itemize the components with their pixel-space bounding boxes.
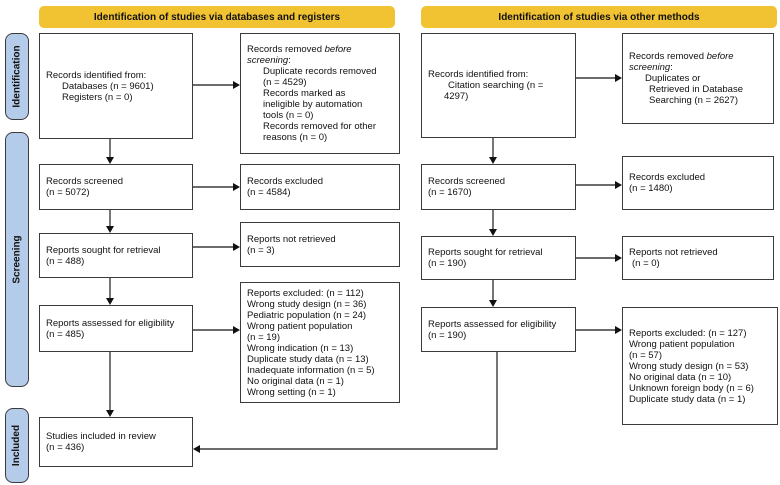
text-line: Records excluded — [629, 172, 706, 183]
text-line: Records screened — [46, 176, 124, 187]
box-om-reports-assessed: Reports assessed for eligibility (n = 19… — [421, 307, 576, 352]
text-line: Searching (n = 2627) — [649, 95, 738, 106]
text-line: Records removed for other — [263, 121, 376, 132]
text-line: Records excluded — [247, 176, 324, 187]
text-line: (n = 1480) — [629, 183, 673, 194]
text-line: Studies included in review — [46, 431, 156, 442]
stage-label-included-text: Included — [11, 424, 23, 467]
text-line: Unknown foreign body (n = 6) — [629, 382, 754, 394]
text-line: Citation searching (n = — [448, 80, 544, 91]
text-line: (n = 1670) — [428, 187, 472, 198]
text-line: screening: — [629, 62, 673, 73]
text-line: Records removed before — [247, 44, 352, 55]
text-line: (n = 5072) — [46, 187, 90, 198]
text-line: (n = 0) — [632, 258, 660, 269]
text-line: (n = 4529) — [263, 77, 307, 88]
text-line: Reports excluded: (n = 127) — [629, 327, 747, 339]
text-line: Records screened — [428, 176, 506, 187]
text-line: Records identified from: — [428, 69, 529, 80]
box-db-reports-assessed: Reports assessed for eligibility (n = 48… — [39, 305, 193, 352]
text-line: Reports not retrieved — [629, 247, 718, 258]
banner-databases-registers: Identification of studies via databases … — [39, 6, 395, 28]
stage-label-screening: Screening — [5, 132, 29, 387]
text-line: Reports excluded: (n = 112) — [247, 287, 364, 299]
box-db-reports-sought: Reports sought for retrieval (n = 488) — [39, 233, 193, 278]
box-db-reports-excluded: Reports excluded: (n = 112) Wrong study … — [240, 282, 400, 403]
text-line: Reports assessed for eligibility — [428, 318, 557, 330]
text-line: Wrong study design (n = 53) — [629, 360, 749, 372]
text-line: ineligible by automation — [263, 99, 363, 110]
stage-label-included: Included — [5, 408, 29, 483]
box-om-records-identified: Records identified from: Citation search… — [421, 33, 576, 138]
box-om-records-removed: Records removed before screening: Duplic… — [622, 33, 774, 124]
banner-other-methods: Identification of studies via other meth… — [421, 6, 777, 28]
box-db-reports-not-retrieved: Reports not retrieved (n = 3) — [240, 222, 400, 267]
text-line: Databases (n = 9601) — [62, 80, 154, 92]
box-db-records-identified: Records identified from: Databases (n = … — [39, 33, 193, 139]
text-line: Registers (n = 0) — [62, 91, 133, 103]
text-line: (n = 19) — [247, 331, 281, 343]
box-db-records-removed: Records removed before screening: Duplic… — [240, 33, 400, 154]
text-line: 4297) — [444, 91, 469, 102]
text-line: Wrong indication (n = 13) — [247, 342, 354, 354]
text-line: Duplicate study data (n = 13) — [247, 353, 369, 365]
box-db-records-excluded: Records excluded (n = 4584) — [240, 164, 400, 210]
text-line: Records identified from: — [46, 69, 147, 81]
text-line: (n = 488) — [46, 255, 85, 267]
box-om-reports-sought: Reports sought for retrieval (n = 190) — [421, 236, 576, 280]
text-line: Wrong setting (n = 1) — [247, 386, 336, 398]
box-db-records-screened: Records screened (n = 5072) — [39, 164, 193, 210]
text-line: Retrieved in Database — [649, 84, 743, 95]
text-line: Records removed before — [629, 51, 734, 62]
box-om-records-excluded: Records excluded (n = 1480) — [622, 156, 774, 210]
box-om-reports-excluded: Reports excluded: (n = 127) Wrong patien… — [622, 307, 778, 425]
text-line: No original data (n = 10) — [629, 371, 732, 383]
text-line: Records marked as — [263, 88, 346, 99]
box-studies-included: Studies included in review (n = 436) — [39, 417, 193, 467]
stage-label-identification: Identification — [5, 33, 29, 120]
text-line: Pediatric population (n = 24) — [247, 309, 367, 321]
stage-label-identification-text: Identification — [11, 45, 23, 108]
text-line: (n = 485) — [46, 328, 85, 340]
text-line: Reports not retrieved — [247, 233, 336, 245]
text-line: Wrong patient population — [629, 338, 735, 350]
text-line: Inadequate information (n = 5) — [247, 364, 375, 376]
text-line: (n = 3) — [247, 244, 275, 256]
text-line: Reports sought for retrieval — [46, 244, 161, 256]
text-line: screening: — [247, 55, 291, 66]
text-line: Reports sought for retrieval — [428, 247, 543, 258]
text-line: Reports assessed for eligibility — [46, 317, 175, 329]
text-line: Wrong study design (n = 36) — [247, 298, 367, 310]
box-om-reports-not-retrieved: Reports not retrieved (n = 0) — [622, 236, 774, 280]
text-line: Duplicate study data (n = 1) — [629, 393, 746, 405]
text-line: Duplicate records removed — [263, 66, 377, 77]
text-line: Duplicates or — [645, 73, 701, 84]
stage-label-screening-text: Screening — [11, 235, 23, 284]
text-line: (n = 190) — [428, 329, 467, 341]
text-line: (n = 190) — [428, 258, 467, 269]
text-line: reasons (n = 0) — [263, 132, 328, 143]
text-line: tools (n = 0) — [263, 110, 314, 121]
text-line: Wrong patient population — [247, 320, 353, 332]
text-line: (n = 57) — [629, 349, 663, 361]
text-line: (n = 436) — [46, 442, 85, 453]
box-om-records-screened: Records screened (n = 1670) — [421, 164, 576, 210]
text-line: (n = 4584) — [247, 187, 291, 198]
text-line: No original data (n = 1) — [247, 375, 344, 387]
